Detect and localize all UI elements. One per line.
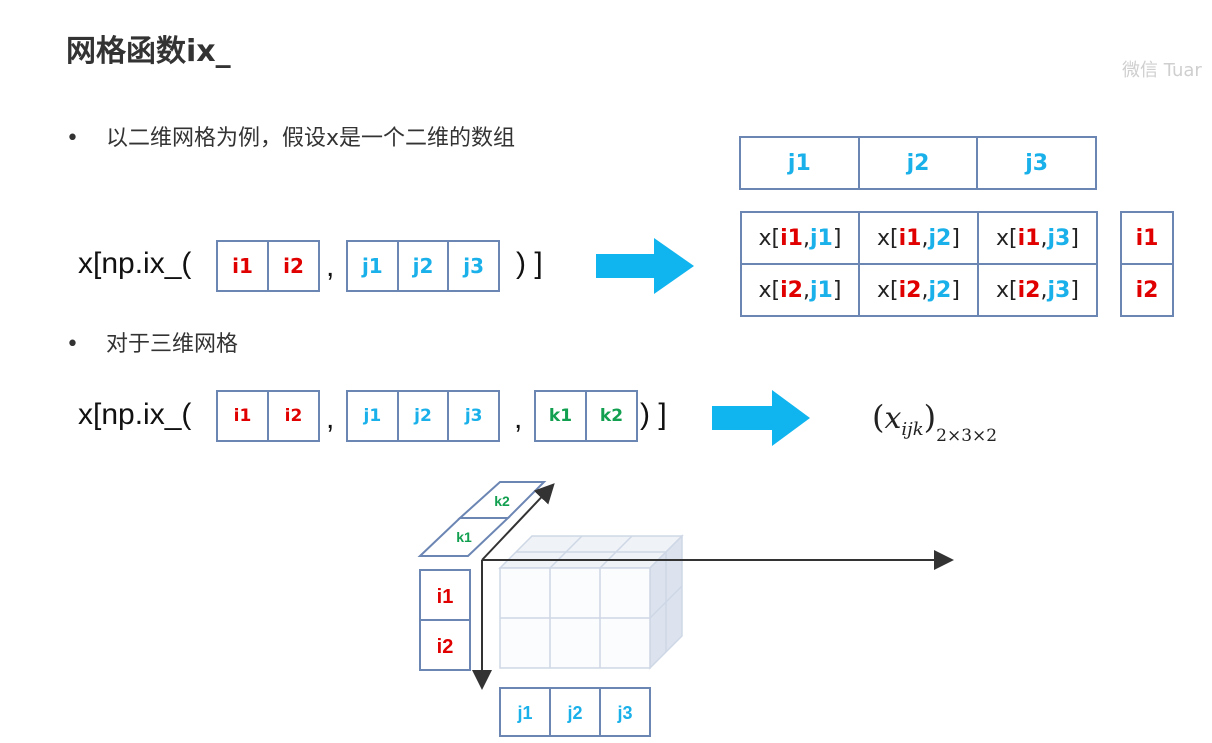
result-table: x[i1, j1] x[i1, j2] x[i1, j3] x[i2, j1] … (740, 211, 1098, 317)
expr-3d-prefix: x[np.ix_( (78, 398, 192, 431)
j-cell: j3 (463, 254, 485, 278)
k-layer-1: k1 (417, 517, 511, 557)
bullet-3d: • 对于三维网格 (66, 326, 238, 358)
bullet-3d-text: 对于三维网格 (106, 332, 239, 357)
i-cell: i1 (218, 392, 269, 440)
formula-shape: 2×3×2 (936, 426, 998, 446)
result-cell: x[i2, j3] (996, 277, 1079, 303)
i-vector-2d: i1 i2 (216, 240, 320, 292)
result-cell: x[i1, j1] (742, 213, 860, 263)
right-arrow-icon (596, 238, 694, 294)
formula-index: ijk (901, 419, 924, 440)
expr-3d-suffix: ) ] (640, 398, 667, 431)
svg-text:i1: i1 (437, 586, 454, 608)
svg-text:k2: k2 (494, 493, 510, 509)
cube (498, 534, 684, 670)
svg-text:k1: k1 (456, 529, 472, 545)
j-header-cell: j3 (1025, 150, 1049, 176)
j-vector-3d: j1 j2 j3 (346, 390, 500, 442)
result-cell: x[i1, j2] (860, 213, 979, 263)
j-cell: j3 (464, 406, 483, 426)
expr-2d-suffix: ) ] (516, 247, 543, 280)
bullet-dot-icon: • (66, 126, 79, 151)
i-side-column: i1 i2 (1120, 211, 1174, 317)
svg-text:j3: j3 (616, 703, 632, 723)
right-arrow-icon (712, 390, 810, 446)
k-vector-3d: k1 k2 (534, 390, 638, 442)
i-vector-3d: i1 i2 (216, 390, 320, 442)
comma: , (326, 402, 335, 435)
page-title: 网格函数ix_ (66, 34, 231, 69)
comma: , (514, 402, 523, 435)
j-cell: j1 (348, 242, 399, 290)
result-row: x[i2, j1] x[i2, j2] x[i2, j3] (742, 265, 1096, 315)
comma: , (326, 250, 335, 283)
i-cell: i1 (218, 242, 269, 290)
j-vector-2d: j1 j2 j3 (346, 240, 500, 292)
i-cell: i2 (283, 254, 304, 278)
result-cell: x[i2, j2] (860, 265, 979, 315)
j-cell: j2 (399, 242, 450, 290)
j-header-row: j1 j2 j3 (739, 136, 1097, 190)
k-axis (481, 483, 555, 561)
watermark: 微信 Tuar (1122, 60, 1202, 81)
result-cell: x[i2, j1] (742, 265, 860, 315)
i-column: i1 i2 (419, 569, 471, 671)
result-row: x[i1, j1] x[i1, j2] x[i1, j3] (742, 213, 1096, 265)
result-cell: x[i1, j3] (996, 225, 1079, 251)
k-layer-2: k2 (457, 481, 547, 519)
formula-base: x (884, 401, 902, 436)
bullet-dot-icon: • (66, 332, 79, 357)
svg-text:j1: j1 (516, 703, 532, 723)
k-cell: k1 (536, 392, 587, 440)
j-header-cell: j1 (741, 138, 860, 188)
cube-diagram: k1 k2 i1 i2 j1 j2 j3 (417, 481, 954, 737)
k-cell: k2 (599, 406, 624, 426)
j-cell: j2 (399, 392, 450, 440)
svg-text:j2: j2 (566, 703, 582, 723)
i-side-cell: i1 (1122, 213, 1172, 265)
j-header-cell: j2 (860, 138, 979, 188)
bullet-2d: • 以二维网格为例，假设x是一个二维的数组 (66, 120, 515, 152)
i-cell: i2 (284, 406, 303, 426)
formula: (xijk)2×3×2 (872, 398, 998, 446)
svg-text:i2: i2 (437, 636, 454, 658)
j-row: j1 j2 j3 (499, 687, 651, 737)
i-side-cell: i2 (1135, 277, 1159, 303)
expr-2d-prefix: x[np.ix_( (78, 247, 192, 280)
j-cell: j1 (348, 392, 399, 440)
bullet-2d-text: 以二维网格为例，假设x是一个二维的数组 (106, 126, 516, 151)
